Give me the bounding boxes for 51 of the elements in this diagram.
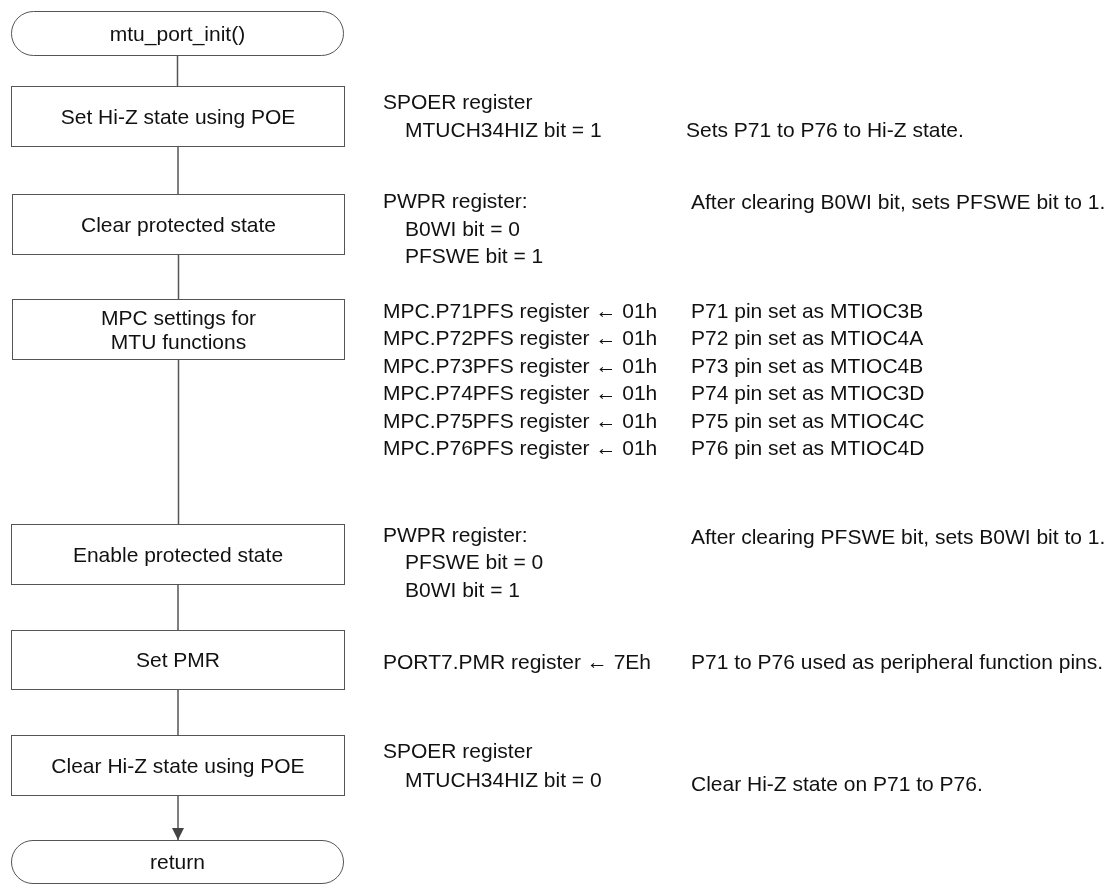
process-box	[11, 630, 345, 690]
register-note: MTUCH34HIZ bit = 1	[405, 118, 602, 142]
register-note: After clearing PFSWE bit, sets B0WI bit to 1.	[691, 525, 1106, 549]
register-note: MPC.P71PFS register ← 01h	[383, 299, 658, 323]
step-label: Clear protected state	[81, 212, 276, 237]
step-label: MPC settings for MTU functions	[99, 305, 258, 354]
process-box	[11, 735, 345, 796]
register-note: B0WI bit = 1	[405, 578, 520, 602]
step-label: Enable protected state	[72, 542, 284, 567]
register-note: P71 to P76 used as peripheral function pins.	[691, 650, 1104, 674]
connector-line	[176, 55, 179, 87]
step-label: Set Hi-Z state using POE	[60, 104, 296, 129]
step-label: Clear Hi-Z state using POE	[51, 753, 305, 778]
register-note: PWPR register:	[383, 189, 528, 213]
register-note: SPOER register	[383, 90, 533, 114]
register-note: PFSWE bit = 0	[405, 550, 544, 574]
register-note: P76 pin set as MTIOC4D	[691, 436, 925, 460]
connector-line	[177, 584, 179, 631]
register-note: MPC.P76PFS register ← 01h	[383, 436, 658, 460]
process-box	[11, 86, 345, 147]
register-note: Clear Hi-Z state on P71 to P76.	[691, 772, 983, 796]
register-note: MPC.P73PFS register ← 01h	[383, 353, 658, 378]
register-note: MPC.P72PFS register ← 01h	[383, 326, 658, 351]
register-note: P74 pin set as MTIOC3D	[691, 381, 925, 406]
register-note: MPC.P74PFS register ← 01h	[383, 381, 658, 406]
step-label: mtu_port_init()	[109, 21, 246, 46]
register-note: PORT7.PMR register ← 7Eh	[383, 650, 652, 674]
terminal-shape	[11, 840, 344, 884]
process-box	[12, 299, 345, 360]
process-box	[11, 524, 345, 585]
step-label: return	[150, 850, 205, 874]
register-note: PFSWE bit = 1	[405, 244, 544, 268]
arrow	[172, 795, 184, 841]
process-box	[12, 194, 345, 255]
register-note: SPOER register	[383, 739, 533, 763]
connector-line	[177, 254, 180, 300]
connector-line	[177, 146, 179, 195]
step-label: Set PMR	[136, 648, 220, 672]
register-note: P75 pin set as MTIOC4C	[691, 408, 925, 433]
register-note: MPC.P75PFS register ← 01h	[383, 408, 658, 433]
register-note: After clearing B0WI bit, sets PFSWE bit to 1.	[691, 190, 1106, 214]
register-note: B0WI bit = 0	[405, 217, 520, 241]
register-note: P72 pin set as MTIOC4A	[691, 326, 924, 351]
register-note: P71 pin set as MTIOC3B	[691, 299, 924, 323]
register-note: P73 pin set as MTIOC4B	[691, 353, 924, 378]
terminal-shape	[11, 11, 344, 56]
register-note: MTUCH34HIZ bit = 0	[405, 768, 602, 792]
register-note: Sets P71 to P76 to Hi-Z state.	[686, 118, 964, 142]
connector-line	[177, 359, 180, 525]
register-note: PWPR register:	[383, 523, 528, 547]
connector-line	[177, 689, 179, 736]
